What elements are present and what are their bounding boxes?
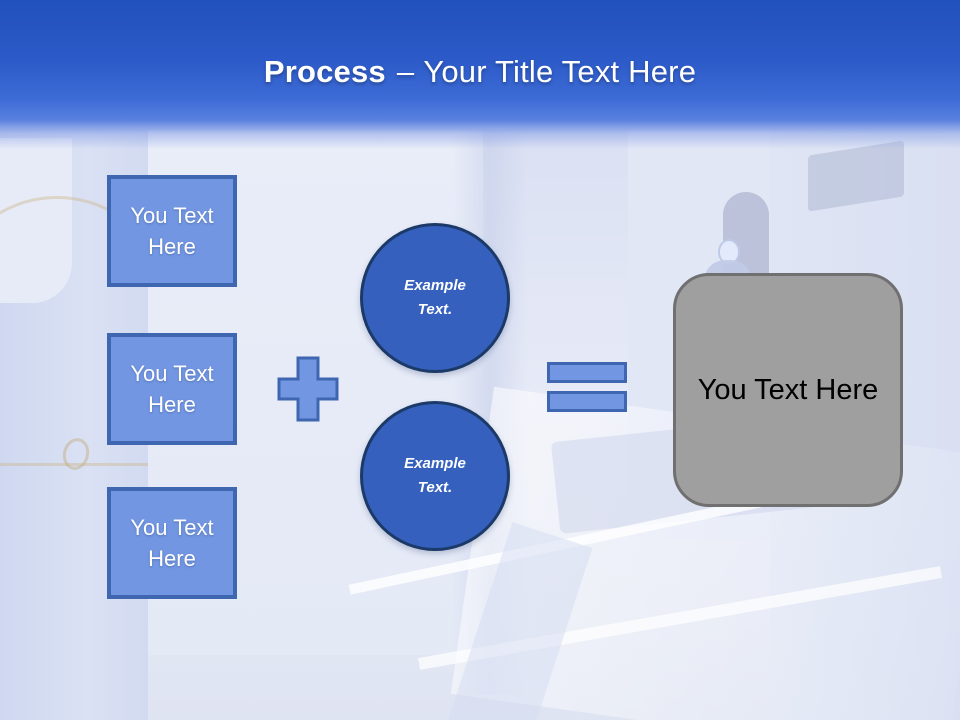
equals-icon[interactable] xyxy=(547,391,627,412)
input-box-3[interactable]: You Text Here xyxy=(107,487,237,599)
slide-title-emphasis: Process xyxy=(263,54,386,89)
example-circle-2[interactable]: Example Text. xyxy=(360,401,510,551)
slide-title-separator: – xyxy=(396,54,415,89)
equals-icon[interactable] xyxy=(547,362,627,383)
example-circle-1-label: Example Text. xyxy=(404,277,466,318)
result-box-label: You Text Here xyxy=(697,373,879,406)
input-box-1-label: You Text Here xyxy=(130,202,214,259)
slide-title[interactable]: Process–Your Title Text Here xyxy=(0,54,960,90)
input-box-1[interactable]: You Text Here xyxy=(107,175,237,287)
example-circle-1[interactable]: Example Text. xyxy=(360,223,510,373)
example-circle-2-label: Example Text. xyxy=(404,455,466,496)
header-band: Process–Your Title Text Here xyxy=(0,0,960,152)
input-box-2-label: You Text Here xyxy=(130,360,214,417)
plus-icon[interactable] xyxy=(277,356,339,422)
result-box[interactable]: You Text Here xyxy=(673,273,903,507)
input-box-3-label: You Text Here xyxy=(130,514,214,571)
input-box-2[interactable]: You Text Here xyxy=(107,333,237,445)
slide-title-text: Your Title Text Here xyxy=(423,54,697,89)
